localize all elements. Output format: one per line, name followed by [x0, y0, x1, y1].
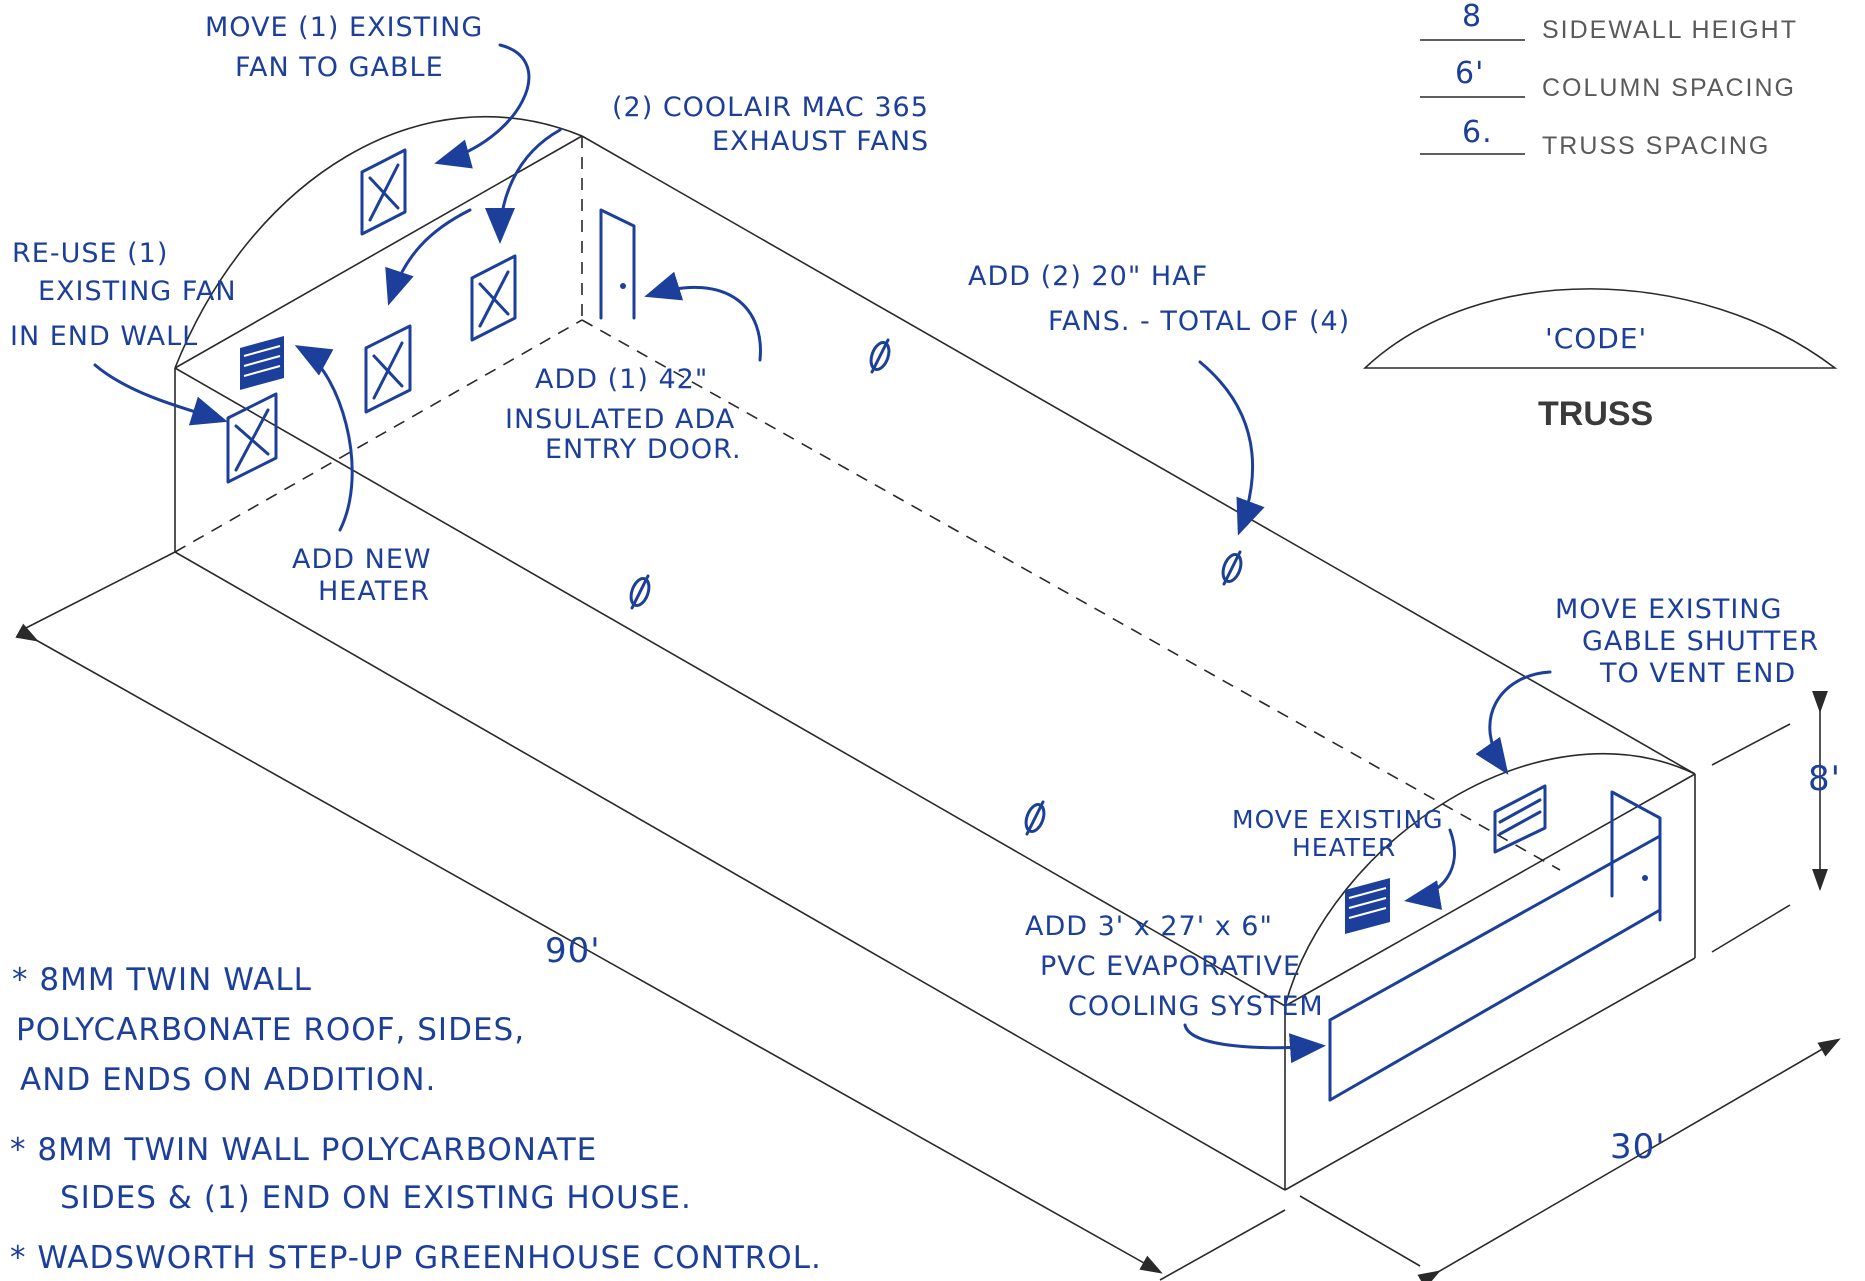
note-move-fan: MOVE (1) EXISTING FAN TO GABLE: [205, 12, 483, 83]
haf-fan-marker: [869, 338, 891, 374]
end-wall-fan-icon: [226, 392, 278, 484]
sidewall-height-label: SIDEWALL HEIGHT: [1542, 16, 1798, 44]
column-spacing-label: COLUMN SPACING: [1542, 74, 1796, 102]
note-line: TO VENT END: [1599, 658, 1796, 689]
note-line: PVC EVAPORATIVE: [1040, 951, 1301, 982]
truss-code-label: 'CODE': [1545, 322, 1647, 355]
note-line: MOVE EXISTING: [1555, 594, 1782, 625]
note-line: MOVE EXISTING: [1232, 805, 1444, 834]
truss-spacing-value: 6.: [1462, 115, 1493, 150]
note-line: EXHAUST FANS: [712, 126, 929, 157]
note-reuse-fan: RE-USE (1) EXISTING FAN IN END WALL: [10, 238, 237, 352]
note-line: FANS. - TOTAL OF (4): [1048, 306, 1350, 337]
length-dimension-label: 90': [545, 931, 601, 971]
note-move-heater: MOVE EXISTING HEATER: [1232, 805, 1444, 862]
note-move-shutter: MOVE EXISTING GABLE SHUTTER TO VENT END: [1555, 594, 1819, 689]
note-line: ADD NEW: [292, 544, 432, 575]
note-coolair: (2) COOLAIR MAC 365 EXHAUST FANS: [612, 92, 929, 157]
note-line: EXISTING FAN: [38, 276, 237, 307]
height-dimension-label: 8': [1808, 759, 1841, 799]
note-line: RE-USE (1): [12, 238, 168, 269]
note-line: HEATER: [318, 576, 430, 607]
gable-shutter-icon: [1493, 784, 1547, 854]
note-add-door: ADD (1) 42" INSULATED ADA ENTRY DOOR.: [505, 364, 742, 465]
bullet-line: SIDES & (1) END ON EXISTING HOUSE.: [60, 1180, 692, 1216]
entry-door-icon: [599, 208, 636, 320]
truss-title: TRUSS: [1538, 395, 1653, 433]
bullet-line: * 8MM TWIN WALL: [12, 962, 312, 998]
haf-fan-marker: [1024, 800, 1046, 836]
note-line: INSULATED ADA: [505, 404, 735, 435]
note-line: HEATER: [1292, 833, 1396, 862]
gable-fan-icon: [360, 148, 407, 236]
spec-block: 8 SIDEWALL HEIGHT 6' COLUMN SPACING 6. T…: [1420, 0, 1798, 160]
leader-arrows: [93, 43, 1552, 1064]
haf-fan-marker: [629, 574, 651, 610]
width-dimension-label: 30': [1610, 1127, 1666, 1167]
evaporative-cooling-icon: [1328, 834, 1662, 1102]
note-line: ENTRY DOOR.: [545, 434, 742, 465]
truss-detail: 'CODE' TRUSS: [1362, 288, 1838, 433]
exhaust-fan-icon: [470, 254, 517, 342]
note-add-haf: ADD (2) 20" HAF FANS. - TOTAL OF (4): [968, 261, 1350, 337]
bullet-line: * WADSWORTH STEP-UP GREENHOUSE CONTROL.: [10, 1240, 822, 1276]
note-line: FAN TO GABLE: [235, 52, 444, 83]
note-line: ADD 3' x 27' x 6": [1025, 911, 1273, 942]
truss-spacing-label: TRUSS SPACING: [1542, 132, 1770, 160]
note-line: ADD (1) 42": [535, 364, 708, 395]
dimension-lines: [15, 551, 1841, 1281]
sidewall-height-value: 8: [1462, 0, 1482, 34]
note-add-heater: ADD NEW HEATER: [292, 544, 432, 607]
note-line: IN END WALL: [10, 321, 198, 352]
haf-fan-marker: [1221, 550, 1243, 586]
existing-heater-icon: [1345, 878, 1390, 934]
note-evap: ADD 3' x 27' x 6" PVC EVAPORATIVE COOLIN…: [1025, 911, 1324, 1022]
bullet-note-1: * 8MM TWIN WALL POLYCARBONATE ROOF, SIDE…: [12, 962, 525, 1098]
note-line: GABLE SHUTTER: [1582, 626, 1819, 657]
bullet-line: AND ENDS ON ADDITION.: [20, 1062, 436, 1098]
new-heater-icon: [240, 336, 284, 390]
bullet-note-2: * 8MM TWIN WALL POLYCARBONATE SIDES & (1…: [10, 1132, 692, 1216]
note-line: (2) COOLAIR MAC 365: [612, 92, 929, 123]
bullet-line: * 8MM TWIN WALL POLYCARBONATE: [10, 1132, 597, 1168]
note-line: ADD (2) 20" HAF: [968, 261, 1208, 292]
vent-end-door-icon: [1610, 790, 1662, 922]
column-spacing-value: 6': [1455, 56, 1484, 91]
note-line: COOLING SYSTEM: [1068, 991, 1324, 1022]
exhaust-fan-icon: [364, 324, 412, 414]
bullet-note-3: * WADSWORTH STEP-UP GREENHOUSE CONTROL.: [10, 1240, 822, 1276]
note-line: MOVE (1) EXISTING: [205, 12, 483, 43]
bullet-line: POLYCARBONATE ROOF, SIDES,: [16, 1012, 525, 1048]
